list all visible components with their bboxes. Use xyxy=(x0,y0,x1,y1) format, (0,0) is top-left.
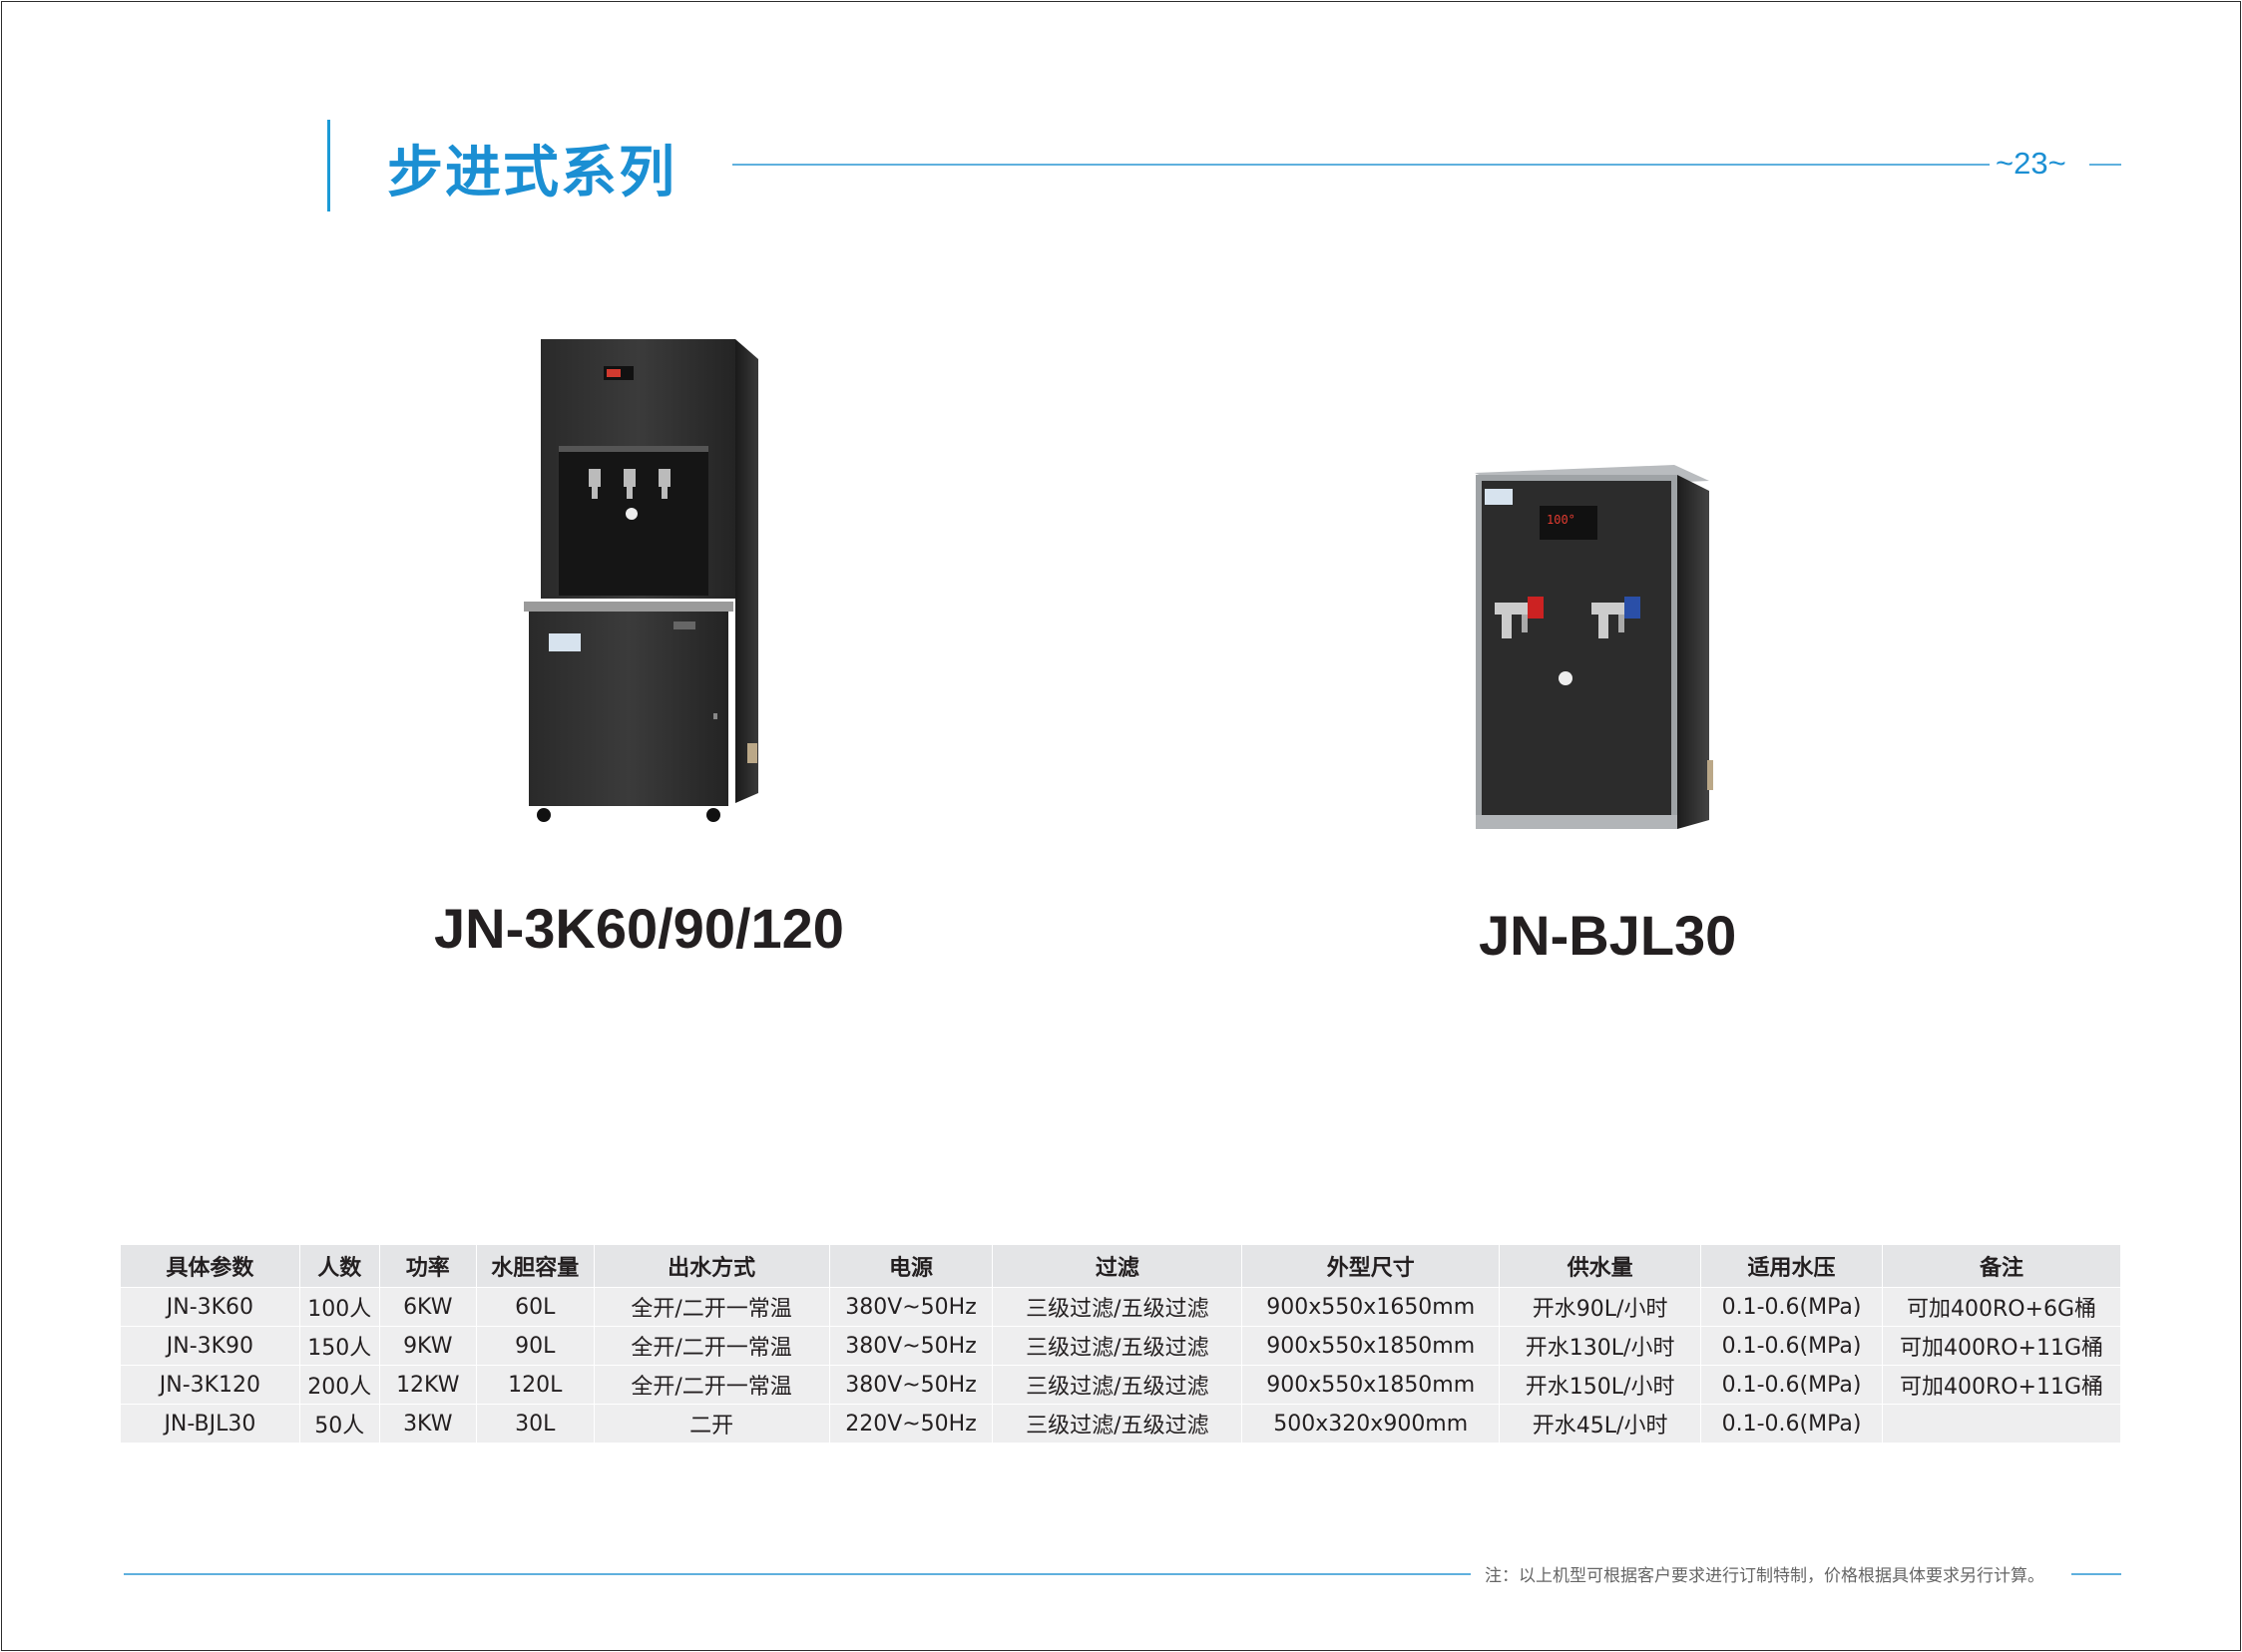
table-cell: 900x550x1850mm xyxy=(1241,1326,1501,1366)
col-header: 电源 xyxy=(828,1244,994,1288)
table-cell: 12KW xyxy=(378,1365,477,1405)
table-cell: 开水90L/小时 xyxy=(1499,1287,1702,1327)
col-header: 具体参数 xyxy=(120,1244,300,1288)
table-cell: 三级过滤/五级过滤 xyxy=(992,1326,1243,1366)
table-cell: 100人 xyxy=(298,1287,380,1327)
col-header: 水胆容量 xyxy=(475,1244,595,1288)
table-header-row: 具体参数 人数 功率 水胆容量 出水方式 电源 过滤 外型尺寸 供水量 适用水压… xyxy=(120,1244,2122,1288)
table-cell: 3KW xyxy=(378,1404,477,1444)
table-cell: 0.1-0.6(MPa) xyxy=(1700,1365,1883,1405)
col-header: 备注 xyxy=(1881,1244,2122,1288)
page-title: 步进式系列 xyxy=(387,141,676,206)
col-header: 出水方式 xyxy=(593,1244,830,1288)
table-cell xyxy=(1881,1404,2122,1444)
table-cell: JN-3K90 xyxy=(120,1326,300,1366)
table-cell: 可加400RO+6G桶 xyxy=(1881,1287,2122,1327)
footer-rule xyxy=(124,1573,1471,1575)
table-cell: 900x550x1850mm xyxy=(1241,1365,1501,1405)
table-cell: 可加400RO+11G桶 xyxy=(1881,1326,2122,1366)
col-header: 供水量 xyxy=(1499,1244,1702,1288)
table-cell: 60L xyxy=(475,1287,595,1327)
header-rule xyxy=(732,164,1990,166)
table-cell: 开水45L/小时 xyxy=(1499,1404,1702,1444)
footnote: 注：以上机型可根据客户要求进行订制特制，价格根据具体要求另行计算。 xyxy=(1485,1566,2044,1586)
table-cell: 50人 xyxy=(298,1404,380,1444)
table-row: JN-3K60 100人 6KW 60L 全开/二开一常温 380V~50Hz … xyxy=(120,1287,2122,1327)
table-cell: 120L xyxy=(475,1365,595,1405)
table-cell: 9KW xyxy=(378,1326,477,1366)
table-cell: 200人 xyxy=(298,1365,380,1405)
table-cell: 开水130L/小时 xyxy=(1499,1326,1702,1366)
table-row: JN-BJL30 50人 3KW 30L 二开 220V~50Hz 三级过滤/五… xyxy=(120,1404,2122,1444)
spec-table: 具体参数 人数 功率 水胆容量 出水方式 电源 过滤 外型尺寸 供水量 适用水压… xyxy=(120,1244,2122,1444)
product-image-bjl30: 100° xyxy=(1475,465,1713,829)
table-row: JN-3K90 150人 9KW 90L 全开/二开一常温 380V~50Hz … xyxy=(120,1326,2122,1366)
table-cell: JN-3K120 xyxy=(120,1365,300,1405)
table-cell: 900x550x1650mm xyxy=(1241,1287,1501,1327)
col-header: 外型尺寸 xyxy=(1241,1244,1501,1288)
table-cell: 三级过滤/五级过滤 xyxy=(992,1404,1243,1444)
table-cell: 全开/二开一常温 xyxy=(593,1287,830,1327)
table-cell: 三级过滤/五级过滤 xyxy=(992,1365,1243,1405)
page-number: ~23~ xyxy=(1996,146,2066,181)
table-cell: JN-3K60 xyxy=(120,1287,300,1327)
table-cell: 6KW xyxy=(378,1287,477,1327)
model-label-bjl30: JN-BJL30 xyxy=(1479,904,1737,967)
col-header: 过滤 xyxy=(992,1244,1243,1288)
table-cell: 220V~50Hz xyxy=(828,1404,994,1444)
table-cell: 开水150L/小时 xyxy=(1499,1365,1702,1405)
svg-text:100°: 100° xyxy=(1547,513,1575,527)
table-cell: 380V~50Hz xyxy=(828,1287,994,1327)
model-label-3k: JN-3K60/90/120 xyxy=(434,897,844,960)
table-cell: 380V~50Hz xyxy=(828,1326,994,1366)
table-row: JN-3K120 200人 12KW 120L 全开/二开一常温 380V~50… xyxy=(120,1365,2122,1405)
table-cell: 150人 xyxy=(298,1326,380,1366)
table-cell: 90L xyxy=(475,1326,595,1366)
table-cell: 二开 xyxy=(593,1404,830,1444)
table-cell: 0.1-0.6(MPa) xyxy=(1700,1404,1883,1444)
table-cell: 0.1-0.6(MPa) xyxy=(1700,1287,1883,1327)
table-cell: 0.1-0.6(MPa) xyxy=(1700,1326,1883,1366)
col-header: 人数 xyxy=(298,1244,380,1288)
col-header: 功率 xyxy=(378,1244,477,1288)
header-rule-end xyxy=(2089,164,2121,166)
product-image-3k xyxy=(524,339,758,822)
table-cell: 三级过滤/五级过滤 xyxy=(992,1287,1243,1327)
table-cell: JN-BJL30 xyxy=(120,1404,300,1444)
table-cell: 全开/二开一常温 xyxy=(593,1326,830,1366)
col-header: 适用水压 xyxy=(1700,1244,1883,1288)
title-accent-bar xyxy=(327,120,330,211)
table-cell: 380V~50Hz xyxy=(828,1365,994,1405)
table-cell: 可加400RO+11G桶 xyxy=(1881,1365,2122,1405)
footer-rule-end xyxy=(2071,1573,2121,1575)
table-cell: 全开/二开一常温 xyxy=(593,1365,830,1405)
table-cell: 500x320x900mm xyxy=(1241,1404,1501,1444)
table-cell: 30L xyxy=(475,1404,595,1444)
